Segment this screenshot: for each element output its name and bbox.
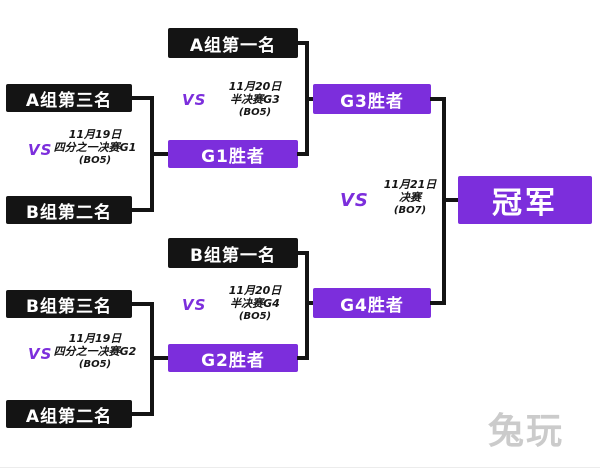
seed-box-a-third: A组第三名 <box>6 84 132 112</box>
connector <box>297 41 309 45</box>
match-info-qf1: 11月19日 四分之一决赛G1 (BO5) <box>52 128 138 167</box>
vs-label-sf2: VS <box>182 296 207 314</box>
match-round: 四分之一决赛G1 <box>53 141 137 154</box>
site-watermark: 兔玩 <box>488 411 565 452</box>
winner-box-g1: G1胜者 <box>168 140 298 168</box>
match-format: (BO5) <box>238 311 272 322</box>
connector <box>131 412 154 416</box>
match-round: 决赛 <box>399 191 421 204</box>
connector <box>131 96 154 100</box>
seed-box-b-third: B组第三名 <box>6 290 132 318</box>
match-format: (BO5) <box>78 155 112 166</box>
connector <box>305 301 313 305</box>
vs-label-final: VS <box>340 190 369 211</box>
seed-label: A组第一名 <box>189 35 277 56</box>
seed-label: B组第三名 <box>26 296 112 317</box>
connector <box>430 301 446 305</box>
winner-label: G1胜者 <box>201 146 265 167</box>
vs-label-sf1: VS <box>182 91 207 109</box>
match-round: 半决赛G4 <box>230 297 280 310</box>
seed-label: A组第三名 <box>25 90 113 111</box>
connector <box>305 97 313 101</box>
match-format: (BO5) <box>238 107 272 118</box>
match-date: 11月20日 <box>228 284 282 297</box>
winner-box-g2: G2胜者 <box>168 344 298 372</box>
seed-label: B组第一名 <box>190 245 276 266</box>
seed-box-b-first: B组第一名 <box>168 238 298 268</box>
match-info-sf2: 11月20日 半决赛G4 (BO5) <box>212 284 298 323</box>
match-format: (BO5) <box>78 359 112 370</box>
vs-label-qf2: VS <box>28 345 53 363</box>
seed-label: A组第二名 <box>25 406 113 427</box>
match-date: 11月21日 <box>383 178 437 191</box>
connector <box>297 152 309 156</box>
champion-box: 冠军 <box>458 176 592 224</box>
connector <box>131 208 154 212</box>
connector <box>297 356 309 360</box>
match-date: 11月19日 <box>68 128 122 141</box>
match-info-qf2: 11月19日 四分之一决赛G2 (BO5) <box>52 332 138 371</box>
seed-box-b-second: B组第二名 <box>6 196 132 224</box>
winner-box-g4: G4胜者 <box>313 288 431 318</box>
champion-label: 冠军 <box>492 186 558 221</box>
vs-label-qf1: VS <box>28 141 53 159</box>
match-date: 11月20日 <box>228 80 282 93</box>
connector <box>297 251 309 255</box>
match-format: (BO7) <box>393 205 427 216</box>
winner-label: G3胜者 <box>340 91 404 112</box>
match-date: 11月19日 <box>68 332 122 345</box>
winner-label: G2胜者 <box>201 350 265 371</box>
connector <box>150 152 168 156</box>
connector <box>150 356 168 360</box>
winner-box-g3: G3胜者 <box>313 84 431 114</box>
match-round: 半决赛G3 <box>230 93 280 106</box>
match-info-final: 11月21日 决赛 (BO7) <box>374 178 446 217</box>
match-info-sf1: 11月20日 半决赛G3 (BO5) <box>212 80 298 119</box>
connector <box>131 302 154 306</box>
winner-label: G4胜者 <box>340 295 404 316</box>
connector <box>305 251 309 360</box>
seed-box-a-second: A组第二名 <box>6 400 132 428</box>
connector <box>442 198 458 202</box>
connector <box>430 97 446 101</box>
seed-box-a-first: A组第一名 <box>168 28 298 58</box>
seed-label: B组第二名 <box>26 202 112 223</box>
match-round: 四分之一决赛G2 <box>53 345 137 358</box>
